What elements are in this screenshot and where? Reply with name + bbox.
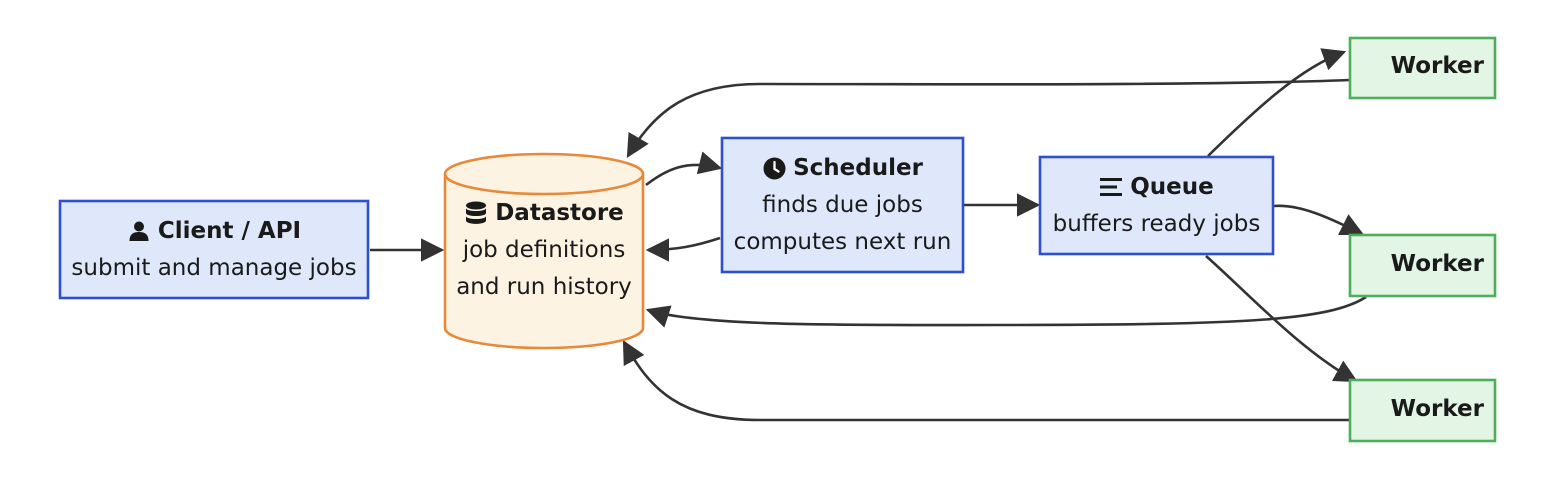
scheduler-line2: computes next run [733,228,952,255]
scheduler-title-row: Scheduler [762,150,923,187]
client-api-subtitle: submit and manage jobs [71,254,357,281]
datastore-cylinder [443,152,645,350]
queue-title-row: Queue [1099,169,1214,206]
client-api-box [58,199,370,300]
queue-subtitle: buffers ready jobs [1052,210,1261,237]
queue-title: Queue [1130,173,1214,200]
user-icon [127,219,151,243]
worker-label-bottom: Worker [1390,396,1484,422]
datastore-title: Datastore [495,199,624,226]
datastore-title-row: Datastore [464,195,624,232]
scheduler-node: Scheduler finds due jobs computes next r… [722,138,963,272]
datastore-line2: and run history [456,273,632,300]
worker-label-top: Worker [1390,53,1484,79]
edge-datastore-to-scheduler [645,151,723,187]
client-api-title-row: Client / API [127,213,301,250]
worker-box-top [1348,36,1497,100]
edge-queue-to-worker-bottom [1205,255,1359,383]
worker-label-middle: Worker [1390,251,1484,277]
database-icon [464,201,488,225]
worker-box-bottom [1348,378,1497,443]
client-api-node: Client / API submit and manage jobs [60,201,368,298]
scheduler-title: Scheduler [793,154,923,181]
edge-scheduler-to-datastore [645,236,721,262]
edge-worker-middle-to-datastore [645,295,1367,328]
scheduler-box [720,136,965,274]
datastore-node: Datastore job definitions and run histor… [445,196,643,304]
edge-queue-to-worker-top [1207,48,1347,157]
queue-box [1038,155,1275,256]
list-icon [1099,175,1123,199]
edge-worker-bottom-to-datastore [622,339,1350,422]
clock-icon [762,156,786,180]
datastore-line1: job definitions [462,236,626,263]
edge-queue-to-worker-middle [1273,204,1365,236]
edge-worker-top-to-datastore [626,78,1350,159]
client-api-title: Client / API [157,217,302,244]
worker-box-middle [1348,233,1497,298]
scheduler-line1: finds due jobs [762,191,923,218]
queue-node: Queue buffers ready jobs [1040,157,1273,254]
